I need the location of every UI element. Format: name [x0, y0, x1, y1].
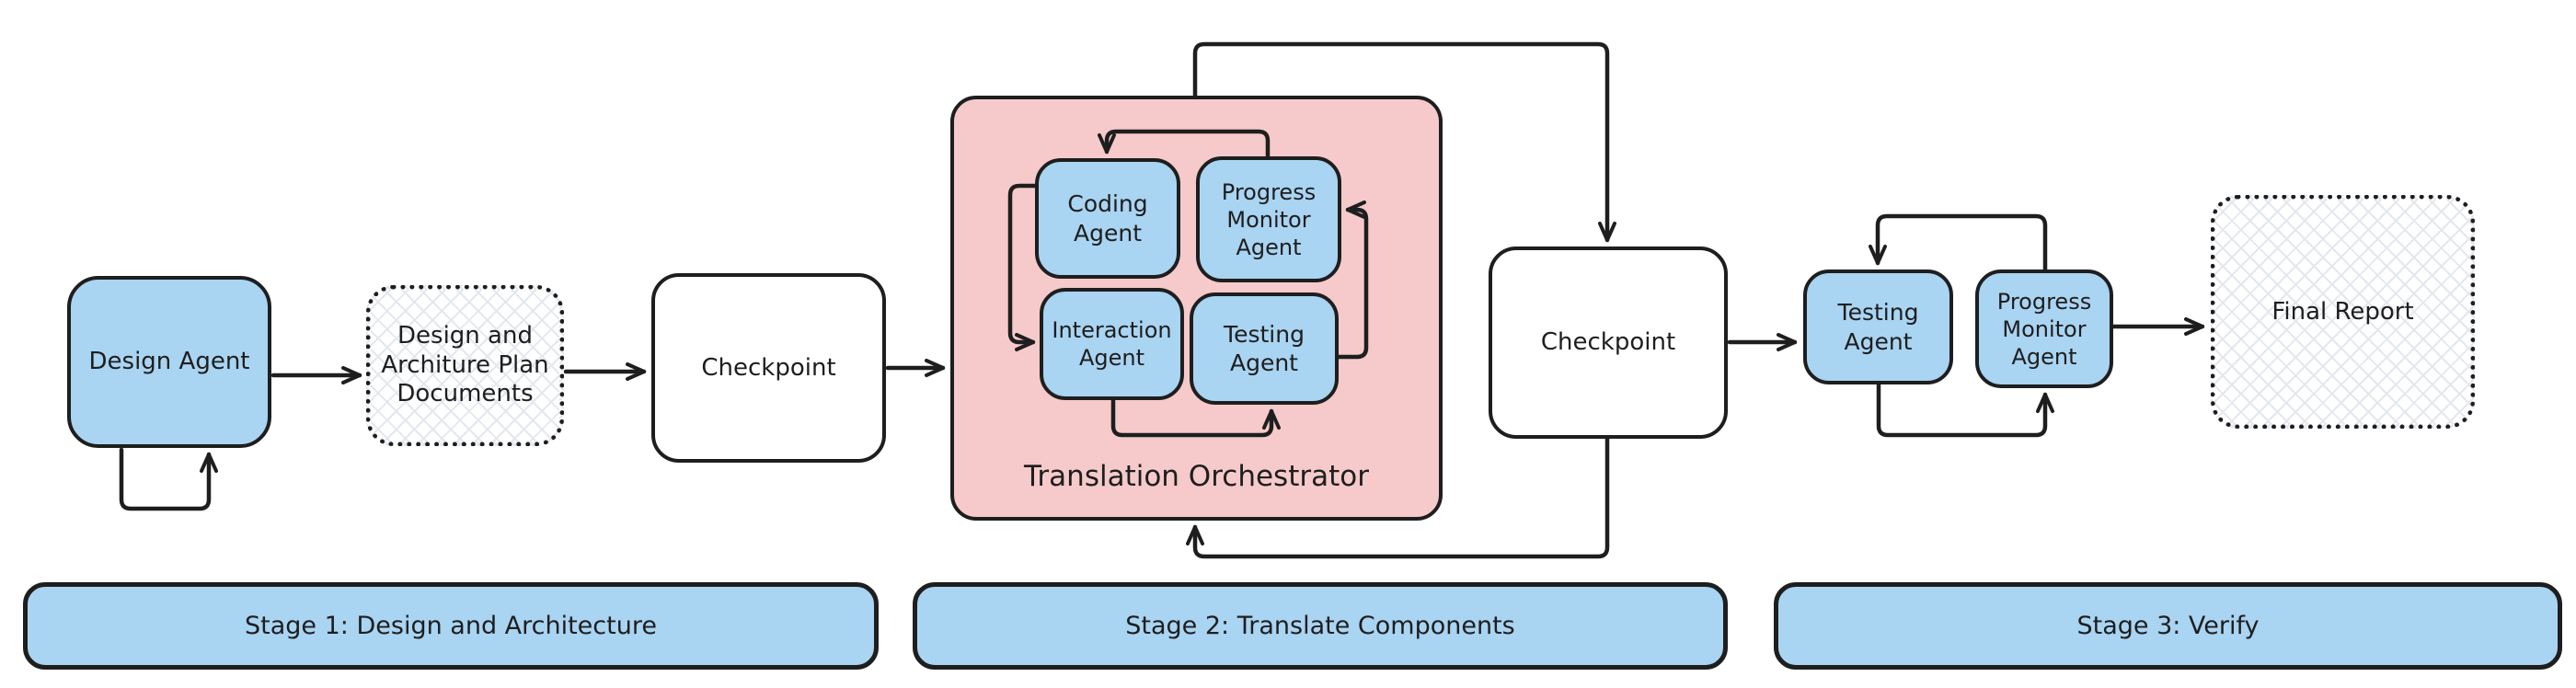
design-documents-node: Design and Architure Plan Documents — [366, 285, 564, 446]
verify-progress-monitor-agent-node: Progress Monitor Agent — [1975, 269, 2113, 388]
stage-1-bar: Stage 1: Design and Architecture — [23, 582, 879, 670]
checkpoint-1-label: Checkpoint — [701, 353, 836, 382]
progress-monitor-agent-node: Progress Monitor Agent — [1196, 156, 1341, 282]
stage-2-bar: Stage 2: Translate Components — [913, 582, 1728, 670]
final-report-node: Final Report — [2211, 195, 2475, 429]
testing-agent-node: Testing Agent — [1190, 292, 1339, 405]
arrow-verify-testing-to-verify-monitor — [1876, 382, 2054, 438]
verify-progress-monitor-agent-label: Progress Monitor Agent — [1996, 288, 2092, 370]
stage-3-label: Stage 3: Verify — [2076, 612, 2260, 640]
stage-1-label: Stage 1: Design and Architecture — [245, 612, 657, 640]
testing-agent-label: Testing Agent — [1224, 320, 1305, 376]
coding-agent-label: Coding Agent — [1067, 190, 1148, 247]
stage-2-label: Stage 2: Translate Components — [1125, 612, 1515, 640]
coding-agent-node: Coding Agent — [1035, 158, 1180, 279]
arrow-design-agent-self-loop — [119, 447, 218, 511]
translation-orchestrator-label: Translation Orchestrator — [1024, 460, 1369, 494]
checkpoint-2-label: Checkpoint — [1540, 328, 1676, 357]
final-report-label: Final Report — [2271, 297, 2414, 326]
interaction-agent-node: Interaction Agent — [1040, 288, 1184, 400]
verify-testing-agent-node: Testing Agent — [1803, 269, 1953, 384]
design-agent-node: Design Agent — [67, 276, 271, 448]
arrow-verify-monitor-to-verify-testing — [1869, 213, 2048, 272]
design-documents-label: Design and Architure Plan Documents — [381, 321, 549, 408]
checkpoint-1-node: Checkpoint — [651, 273, 886, 463]
verify-testing-agent-label: Testing Agent — [1837, 299, 1919, 355]
checkpoint-2-node: Checkpoint — [1489, 247, 1728, 439]
interaction-agent-label: Interaction Agent — [1052, 317, 1172, 371]
progress-monitor-agent-label: Progress Monitor Agent — [1221, 178, 1317, 260]
design-agent-label: Design Agent — [88, 348, 250, 376]
stage-3-bar: Stage 3: Verify — [1774, 582, 2562, 670]
